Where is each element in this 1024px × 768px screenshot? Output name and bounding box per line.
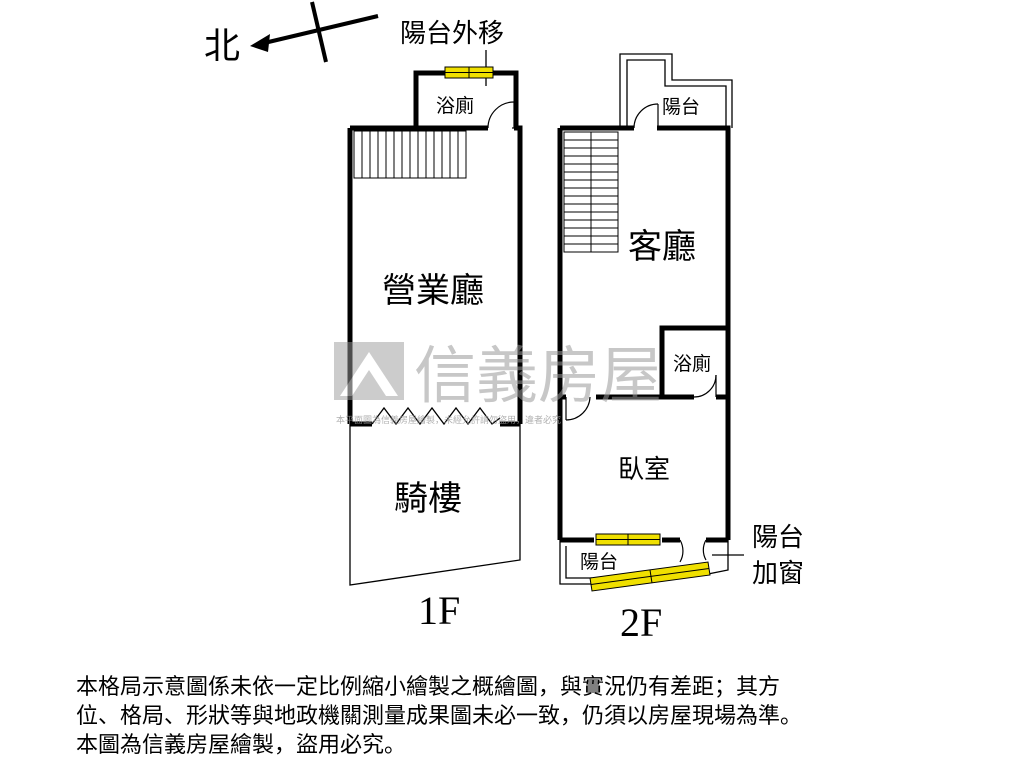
disclaimer: 本格局示意圖係未依一定比例縮小繪製之概繪圖，與實況仍有差距；其方 位、格局、形狀… [76, 673, 976, 760]
north-label: 北 [204, 26, 240, 67]
watermark: 信義房屋 本平面圖為信義房屋繪製，未經允許請勿盜用，違者必究 [334, 339, 662, 426]
balcony-window-note-line1: 陽台 [752, 523, 804, 553]
floor2-label: 2F [620, 600, 662, 645]
floor1-bathroom-label: 浴廁 [436, 94, 474, 117]
watermark-brand: 信義房屋 [414, 339, 662, 412]
watermark-logo-icon [334, 342, 404, 400]
floor2-balcony-bottom-doors [679, 539, 707, 563]
balcony-moved-note: 陽台外移 [400, 19, 504, 49]
north-arrow-icon [250, 34, 270, 52]
floor2-balcony-bottom-label: 陽台 [580, 551, 618, 573]
floor2-balcony-bottom-outline [559, 540, 729, 585]
floor2-stairs [563, 131, 619, 253]
disclaimer-line: 本格局示意圖係未依一定比例縮小繪製之概繪圖，與實況仍有差距；其方 [76, 675, 781, 700]
floor2-bedroom-label: 臥室 [618, 455, 670, 485]
compass: 北 [204, 1, 379, 67]
floor2-plan: 陽台 客廳 浴廁 臥室 陽台 2F 陽台 加窗 [557, 53, 804, 645]
floor2-balcony-door [633, 103, 659, 129]
balcony-window-note-line2: 加窗 [752, 559, 804, 589]
disclaimer-line: 位、格局、形狀等與地政機關測量成果圖未必一致，仍須以房屋現場為準。 [76, 704, 803, 729]
floor2-living-room-label: 客廳 [628, 227, 696, 267]
floor1-bath-door [487, 101, 515, 129]
floor2-added-window [589, 561, 711, 592]
floor1-arcade-outline [349, 424, 521, 586]
watermark-notice: 本平面圖為信義房屋繪製，未經允許請勿盜用，違者必究 [336, 414, 561, 426]
disclaimer-line: 本圖為信義房屋繪製，盜用必究。 [76, 733, 407, 758]
floor2-main-walls [557, 125, 731, 540]
compass-cross-line [310, 1, 328, 63]
floor2-bath-door [693, 374, 717, 398]
floor1-folding-door [371, 406, 501, 426]
floor1-stairs [353, 130, 467, 179]
floor2-bathroom-label: 浴廁 [673, 352, 711, 375]
floor1-label: 1F [418, 588, 460, 633]
floor2-bedroom-door [565, 396, 591, 421]
floor2-balcony-top-label: 陽台 [662, 96, 700, 118]
floor2-balcony-top-outline [619, 53, 733, 128]
floor2-bathroom-walls [659, 325, 728, 397]
floor2-partition [560, 394, 731, 540]
floor1-arcade-label: 騎樓 [394, 479, 462, 519]
floor1-business-hall-label: 營業廳 [382, 271, 484, 311]
